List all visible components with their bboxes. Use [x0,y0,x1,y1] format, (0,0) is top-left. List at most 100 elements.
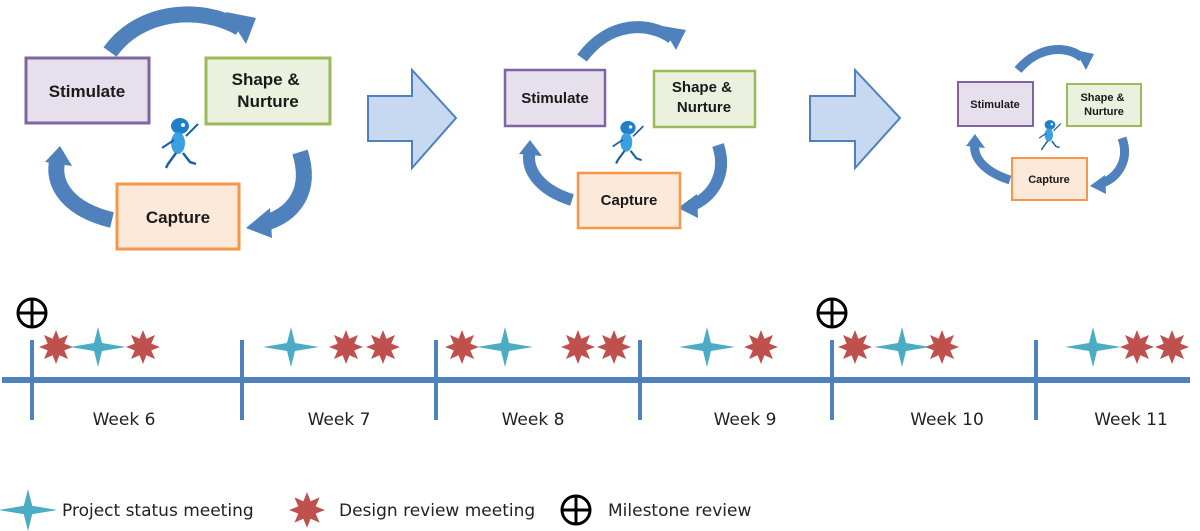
transition-arrow-2 [809,67,902,171]
cycle-arrowhead [246,208,272,238]
status-meeting-star-icon [1065,327,1121,367]
capture-box [1011,157,1088,201]
week-divider [638,340,642,420]
week-divider [434,340,438,420]
week-group: Week 10 [816,297,984,430]
cycle-arrowhead [1090,175,1106,194]
week-group: Week 9 [679,327,778,430]
cycle-arrow [970,141,1012,185]
design-review-star-icon [329,330,363,364]
dancing-figure-icon [1038,119,1062,151]
week-divider [1034,340,1038,420]
stimulate-label: Stimulate [49,82,126,101]
week-divider [240,340,244,420]
shape-label-line2: Nurture [677,99,731,116]
status-meeting-star-icon [679,327,735,367]
week-group: Week 7 [263,327,400,430]
status-meeting-star-icon [0,489,58,531]
cycle-diagram-large: Stimulate Shape & Nurture Capture [24,6,332,251]
transition-arrow-1 [367,67,458,171]
design-review-star-icon [126,330,160,364]
shape-label-line2: Nurture [237,92,298,111]
legend: Project status meeting Design review mee… [0,489,751,531]
shape-nurture-box [204,56,332,126]
shape-nurture-box [1066,83,1142,127]
dancing-figure-icon [611,119,645,165]
shape-label-line1: Shape & [1080,92,1124,104]
shape-label-line2: Nurture [1084,106,1124,118]
milestone-icon [816,297,848,329]
cycle-arrow [577,21,676,62]
design-review-star-icon [597,330,631,364]
stimulate-box [957,81,1034,127]
cycle-arrowhead [226,12,256,44]
status-meeting-star-icon [70,327,126,367]
status-meeting-star-icon [477,327,533,367]
week-label: Week 6 [93,410,156,430]
design-review-star-icon [289,492,325,528]
cycle-arrowhead [662,26,686,50]
status-meeting-star-icon [263,327,319,367]
stimulate-box [503,68,607,128]
shape-nurture-box [652,69,757,129]
cycle-arrow [48,155,115,228]
stimulate-box [24,56,151,125]
shape-label-line1: Shape & [232,70,300,89]
cycle-arrowhead [678,194,698,218]
milestone-icon [16,297,48,329]
capture-label: Capture [1028,174,1070,186]
cycle-arrow [523,148,574,206]
design-review-star-icon [744,330,778,364]
capture-label: Capture [146,208,210,227]
capture-box [115,182,241,251]
cycle-arrowhead [966,134,985,148]
week-label: Week 10 [910,410,984,430]
week-group: Week 8 [445,327,631,430]
cycle-arrowhead [519,140,542,156]
design-review-star-icon [1120,330,1154,364]
legend-status-label: Project status meeting [62,501,254,521]
design-review-star-icon [366,330,400,364]
timeline: Week 6 Week 7 Week 8 Week 9 Week 10 Week 11 [2,297,1190,430]
week-divider [830,340,834,420]
milestone-icon [560,494,592,526]
design-review-star-icon [289,492,325,528]
dancing-figure-icon [160,116,200,170]
milestone-icon [560,494,592,526]
status-meeting-star-icon [0,489,58,531]
cycle-arrow [259,149,312,232]
capture-label: Capture [601,192,658,209]
capture-box [576,171,682,230]
legend-milestone-label: Milestone review [608,501,751,521]
week-group: Week 6 [16,297,160,430]
shape-nurture-label: Shape & Nurture [672,79,736,116]
timeline-axis [2,377,1190,383]
cycle-diagram-medium: Stimulate Shape & Nurture Capture [503,21,757,230]
design-review-star-icon [1155,330,1189,364]
shape-nurture-label: Shape & Nurture [232,70,305,111]
cycle-arrow [1014,45,1086,74]
design-review-star-icon [445,330,479,364]
design-review-star-icon [925,330,959,364]
legend-design-label: Design review meeting [339,501,535,521]
design-review-star-icon [838,330,872,364]
cycle-arrowhead [45,146,72,166]
cycle-arrow [103,6,244,57]
design-review-star-icon [39,330,73,364]
shape-label-line1: Shape & [672,79,732,96]
week-group: Week 11 [1065,327,1189,430]
design-review-star-icon [561,330,595,364]
week-label: Week 11 [1094,410,1168,430]
cycle-arrowhead [1075,50,1094,70]
status-meeting-star-icon [874,327,930,367]
stimulate-label: Stimulate [970,99,1020,111]
week-label: Week 7 [308,410,371,430]
cycle-diagram-small: Stimulate Shape & Nurture Capture [957,45,1142,201]
week-label: Week 9 [714,410,777,430]
week-divider [30,340,34,420]
stimulate-label: Stimulate [521,90,589,107]
shape-nurture-label: Shape & Nurture [1080,92,1127,118]
week-label: Week 8 [502,410,565,430]
